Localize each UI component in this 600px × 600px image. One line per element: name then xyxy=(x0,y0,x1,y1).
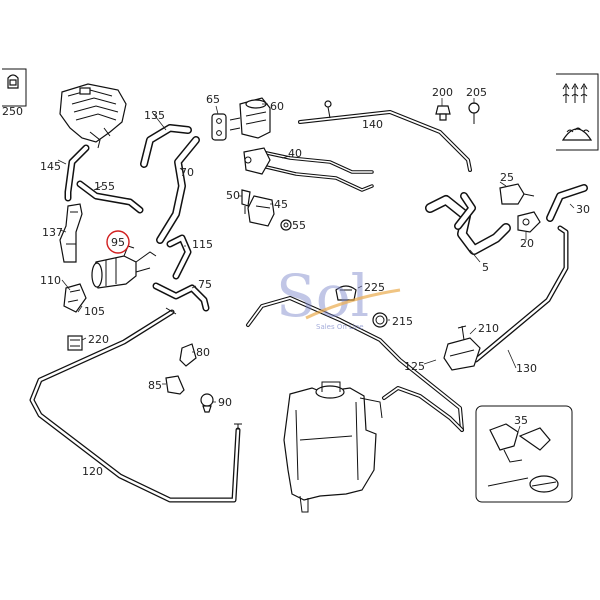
hose-115 xyxy=(166,234,192,280)
label-75[interactable]: 75 xyxy=(198,278,212,291)
holder-210 xyxy=(443,325,481,371)
hose-155 xyxy=(76,180,144,214)
temp-sensor-50 xyxy=(241,189,251,214)
label-95[interactable]: 95 xyxy=(111,236,125,249)
mount-110 xyxy=(63,283,87,313)
hose-70 xyxy=(156,136,200,244)
label-40[interactable]: 40 xyxy=(288,147,302,160)
bracket-45 xyxy=(247,195,275,227)
inset-35 xyxy=(475,405,573,503)
label-110[interactable]: 110 xyxy=(40,274,61,287)
gasket-65 xyxy=(211,113,227,141)
label-80[interactable]: 80 xyxy=(196,346,210,359)
label-200[interactable]: 200 xyxy=(432,86,453,99)
sensor-25 xyxy=(499,183,535,205)
bracket-85 xyxy=(165,375,185,395)
label-250[interactable]: 250 xyxy=(2,105,23,118)
hose-135 xyxy=(140,124,192,168)
label-137[interactable]: 137 xyxy=(42,226,63,239)
label-85[interactable]: 85 xyxy=(148,379,162,392)
label-140[interactable]: 140 xyxy=(362,118,383,131)
label-135[interactable]: 135 xyxy=(144,109,165,122)
expansion-tank xyxy=(283,381,383,513)
note-box-top-right xyxy=(556,73,599,151)
label-210[interactable]: 210 xyxy=(478,322,499,335)
label-115[interactable]: 115 xyxy=(192,238,213,251)
label-205[interactable]: 205 xyxy=(466,86,487,99)
hose-130 xyxy=(473,225,569,363)
water-valve-60 xyxy=(229,97,271,139)
hose-120 xyxy=(29,307,242,503)
label-55[interactable]: 55 xyxy=(292,219,306,232)
highlight-circle xyxy=(106,230,130,254)
label-20[interactable]: 20 xyxy=(520,237,534,250)
nut-55 xyxy=(280,219,292,231)
label-130[interactable]: 130 xyxy=(516,362,537,375)
nut-200 xyxy=(435,105,451,121)
label-215[interactable]: 215 xyxy=(392,315,413,328)
watermark-tagline: Sales On Line xyxy=(316,323,364,331)
clip-250-icon xyxy=(7,74,19,89)
label-30[interactable]: 30 xyxy=(576,203,590,216)
label-50[interactable]: 50 xyxy=(226,189,240,202)
watermark-swoosh xyxy=(305,288,401,320)
label-225[interactable]: 225 xyxy=(364,281,385,294)
clamp-215 xyxy=(372,312,388,328)
label-155[interactable]: 155 xyxy=(94,180,115,193)
clip-90 xyxy=(200,393,214,413)
heat-symbol-icon xyxy=(562,83,588,103)
label-90[interactable]: 90 xyxy=(218,396,232,409)
bracket-137 xyxy=(59,203,83,263)
label-45[interactable]: 45 xyxy=(274,198,288,211)
hose-30 xyxy=(546,184,588,222)
label-220[interactable]: 220 xyxy=(88,333,109,346)
gasket-icon xyxy=(529,475,559,493)
clip-220 xyxy=(67,335,83,351)
hose-145 xyxy=(64,144,90,202)
watermark: Sol Sales On Line xyxy=(276,262,401,331)
leader-lines xyxy=(57,98,575,433)
label-35[interactable]: 35 xyxy=(514,414,528,427)
fitting-20 xyxy=(517,211,541,233)
label-125[interactable]: 125 xyxy=(404,360,425,373)
pipe-140 xyxy=(298,100,472,172)
bolt-205 xyxy=(468,102,480,124)
heater-unit xyxy=(59,83,127,149)
label-60[interactable]: 60 xyxy=(270,100,284,113)
hose-5 xyxy=(425,192,511,255)
label-105[interactable]: 105 xyxy=(84,305,105,318)
windshield-defrost-icon xyxy=(561,127,593,141)
aux-water-pump-95 xyxy=(91,245,157,289)
label-5[interactable]: 5 xyxy=(482,261,489,274)
part-labels: 250 145 155 137 95 110 105 220 135 65 60… xyxy=(2,86,590,478)
label-70[interactable]: 70 xyxy=(180,166,194,179)
label-65[interactable]: 65 xyxy=(206,93,220,106)
label-120[interactable]: 120 xyxy=(82,465,103,478)
pipes-40 xyxy=(243,147,374,192)
label-145[interactable]: 145 xyxy=(40,160,61,173)
label-25[interactable]: 25 xyxy=(500,171,514,184)
watermark-logo: Sol xyxy=(276,262,369,330)
hose-125 xyxy=(246,296,464,432)
bracket-80 xyxy=(179,343,197,367)
part-250-inset xyxy=(2,68,27,107)
